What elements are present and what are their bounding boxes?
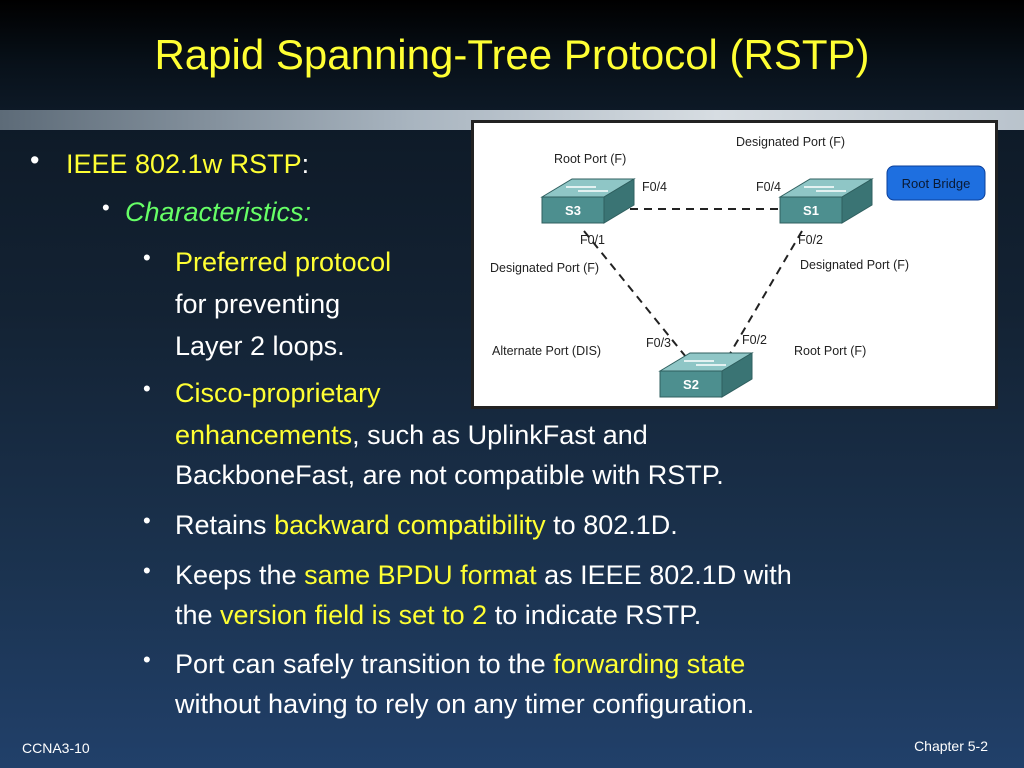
label-s2-f03: F0/3 [646,336,671,350]
switch-label: S2 [683,377,699,392]
switch-s2: S2 [658,352,754,398]
slide-title: Rapid Spanning-Tree Protocol (RSTP) [154,31,870,78]
link-s1-s2 [727,230,803,358]
bullet-preferred-protocol: Preferred protocol [175,247,392,277]
label-designated-port-left: Designated Port (F) [490,261,599,275]
bullet-ieee-rstp: IEEE 802.1w RSTP: [66,149,310,179]
bullet-marker: • [102,195,110,220]
bullet-marker: • [143,508,151,533]
bullet-preferred-protocol-line3: Layer 2 loops. [175,331,345,361]
label-s3-f04: F0/4 [642,180,667,194]
label-root-port-s3: Root Port (F) [554,152,626,166]
switch-front [659,370,723,398]
bullet-marker: • [30,145,40,175]
bullet-bpdu-format-line2: the version field is set to 2 to indicat… [175,600,702,630]
topology-svg: S3 S1 S2 Root Bridge Designated Port (F)… [490,135,986,398]
bullet-cisco-proprietary: Cisco-proprietary [175,378,381,408]
rstp-topology-diagram: S3 S1 S2 Root Bridge Designated Port (F)… [471,120,998,409]
bullet-cisco-proprietary-line3: BackboneFast, are not compatible with RS… [175,460,724,490]
bullet-marker: • [143,376,151,401]
switch-side [603,178,635,224]
switch-s1: S1 [778,178,874,224]
switch-s3: S3 [540,178,636,224]
switch-front [779,196,843,224]
label-root-port-s2: Root Port (F) [794,344,866,358]
footer-chapter: Chapter 5-2 [914,738,988,754]
switch-side [841,178,873,224]
switch-arrows-icon [804,186,846,192]
label-designated-port-right: Designated Port (F) [800,258,909,272]
bullet-marker: • [143,245,151,270]
bullet-forwarding-state: Port can safely transition to the forwar… [175,649,746,679]
switch-label: S3 [565,203,581,218]
switch-front [541,196,605,224]
label-s1-f04: F0/4 [756,180,781,194]
label-s3-f01: F0/1 [580,233,605,247]
label-s1-f02: F0/2 [798,233,823,247]
switch-side [721,352,753,398]
bullet-backward-compatibility: Retains backward compatibility to 802.1D… [175,510,678,540]
title-bar [0,0,1024,110]
bullet-marker: • [143,558,151,583]
switch-arrows-icon [566,186,608,192]
footer-course: CCNA3-10 [22,740,90,756]
bullet-preferred-protocol-line2: for preventing [175,289,341,319]
bullet-characteristics: Characteristics: [125,197,312,227]
root-bridge-label: Root Bridge [902,176,971,191]
label-alternate-port: Alternate Port (DIS) [492,344,601,358]
label-s2-f02: F0/2 [742,333,767,347]
switch-arrows-icon [684,360,726,366]
bullet-cisco-proprietary-line2: enhancements, such as UplinkFast and [175,420,648,450]
root-bridge-badge [886,165,986,201]
switch-label: S1 [803,203,819,218]
bullet-bpdu-format: Keeps the same BPDU format as IEEE 802.1… [175,560,792,590]
bullet-marker: • [143,647,151,672]
bullet-forwarding-state-line2: without having to rely on any timer conf… [175,689,755,719]
label-designated-port-top: Designated Port (F) [736,135,845,149]
